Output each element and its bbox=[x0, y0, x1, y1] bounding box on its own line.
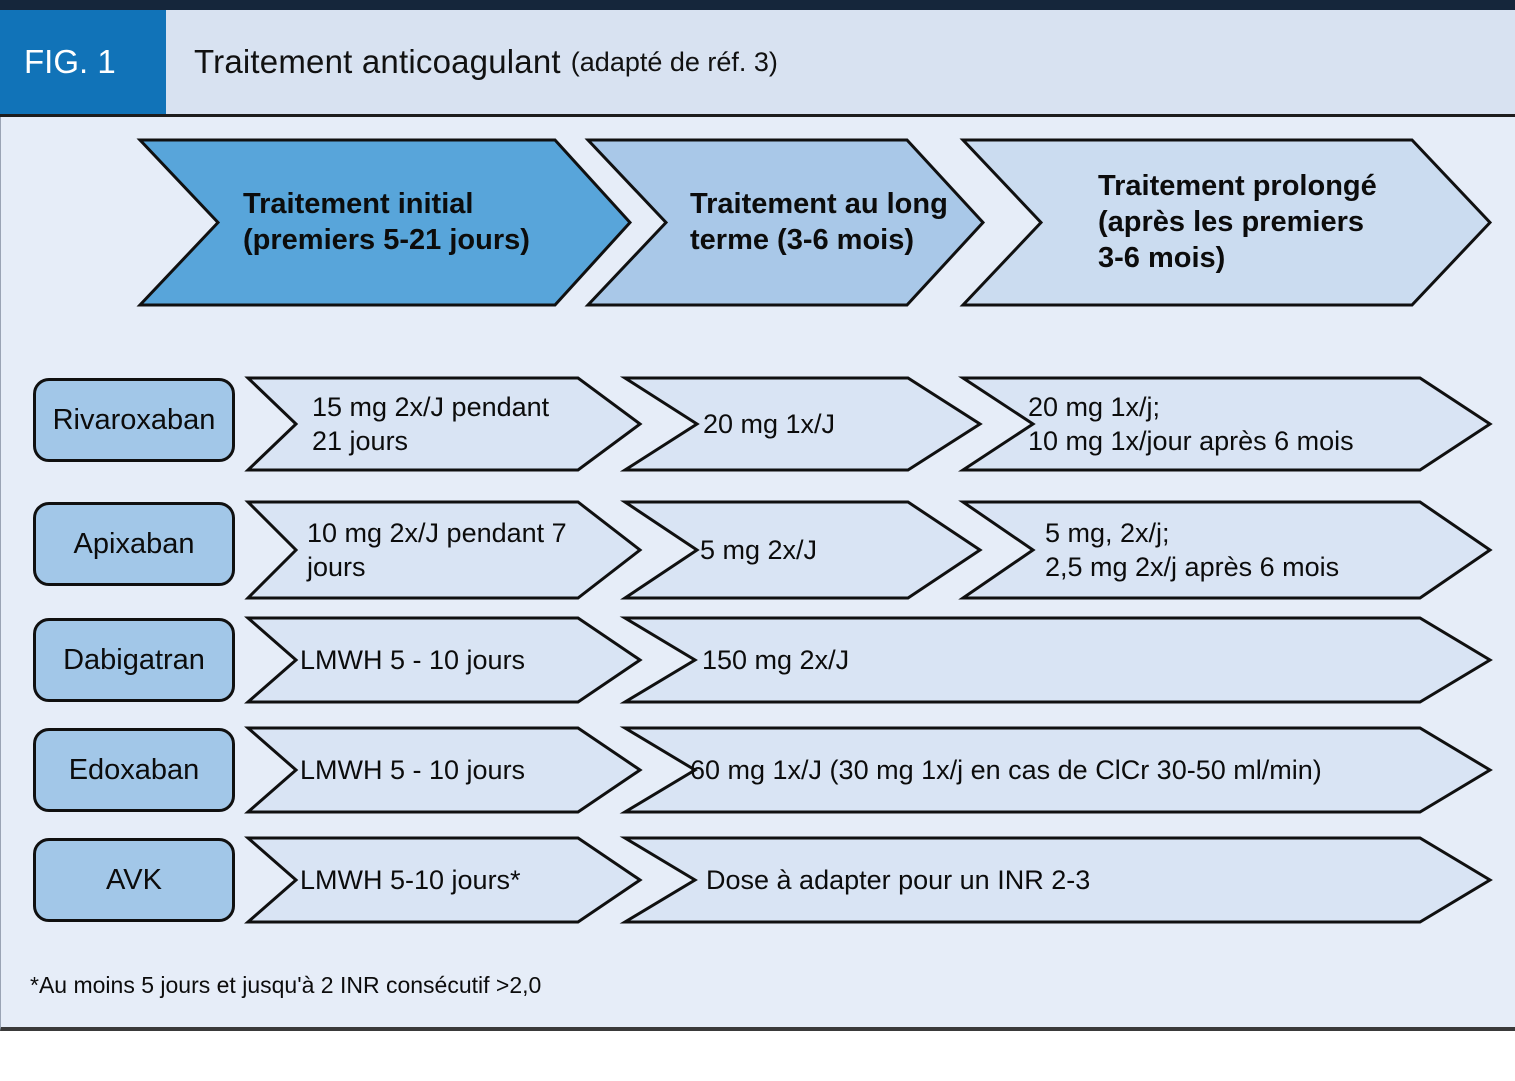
top-accent-bar bbox=[0, 0, 1515, 10]
figure-header: Traitement anticoagulant (adapté de réf.… bbox=[166, 10, 1515, 114]
drug-chip-apixaban: Apixaban bbox=[33, 502, 235, 586]
dose-label: 5 mg, 2x/j; 2,5 mg 2x/j après 6 mois bbox=[1045, 518, 1340, 582]
phase-label-long-term: Traitement au long terme (3-6 mois) bbox=[690, 188, 948, 256]
dose-label: LMWH 5-10 jours* bbox=[300, 865, 521, 895]
drug-label: AVK bbox=[106, 863, 162, 896]
drug-label: Edoxaban bbox=[68, 753, 200, 786]
dose-label: 150 mg 2x/J bbox=[702, 645, 850, 675]
drug-chip-avk: AVK bbox=[33, 838, 235, 922]
dose-label: LMWH 5 - 10 jours bbox=[300, 645, 526, 675]
dose-label: 15 mg 2x/J pendant 21 jours bbox=[312, 392, 550, 456]
dose-arrow bbox=[619, 616, 1493, 704]
dose-arrow bbox=[619, 836, 1493, 924]
dose-arrow bbox=[619, 376, 983, 472]
phase-arrow-long-term bbox=[584, 138, 986, 307]
dose-arrow bbox=[244, 500, 643, 600]
dose-label: 20 mg 1x/j; 10 mg 1x/jour après 6 mois bbox=[1028, 392, 1354, 456]
figure-tag-label: FIG. 1 bbox=[24, 43, 116, 80]
drug-label: Rivaroxaban bbox=[52, 403, 216, 436]
dose-arrow bbox=[244, 616, 643, 704]
dose-label: 60 mg 1x/J (30 mg 1x/j en cas de ClCr 30… bbox=[690, 755, 1322, 785]
dose-arrow bbox=[244, 726, 643, 814]
phase-label-extended: Traitement prolongé (après les premiers … bbox=[1098, 170, 1377, 274]
figure-title-suffix: (adapté de réf. 3) bbox=[570, 46, 778, 77]
drug-label: Dabigatran bbox=[63, 643, 205, 676]
header-divider bbox=[0, 114, 1515, 117]
drug-chip-edoxaban: Edoxaban bbox=[33, 728, 235, 812]
dose-label: 10 mg 2x/J pendant 7 jours bbox=[307, 518, 567, 582]
dose-arrow bbox=[958, 500, 1493, 600]
drug-chip-rivaroxaban: Rivaroxaban bbox=[33, 378, 235, 462]
dose-arrow bbox=[957, 376, 1493, 472]
dose-arrow bbox=[244, 376, 643, 472]
footnote: *Au moins 5 jours et jusqu'à 2 INR consé… bbox=[30, 972, 542, 998]
dose-arrow bbox=[619, 726, 1493, 814]
drug-chip-dabigatran: Dabigatran bbox=[33, 618, 235, 702]
dose-label: Dose à adapter pour un INR 2-3 bbox=[706, 865, 1091, 895]
dose-arrow bbox=[244, 836, 643, 924]
phase-label-initial: Traitement initial (premiers 5-21 jours) bbox=[243, 188, 530, 256]
dose-label: 20 mg 1x/J bbox=[703, 409, 836, 439]
drug-label: Apixaban bbox=[73, 527, 195, 560]
dose-label: LMWH 5 - 10 jours bbox=[300, 755, 526, 785]
phase-arrow-extended bbox=[959, 138, 1493, 307]
dose-arrow bbox=[620, 500, 983, 600]
figure-tag: FIG. 1 bbox=[0, 10, 166, 114]
dose-label: 5 mg 2x/J bbox=[700, 535, 818, 565]
phase-arrow-initial bbox=[136, 138, 633, 307]
figure-title: Traitement anticoagulant bbox=[194, 43, 561, 80]
